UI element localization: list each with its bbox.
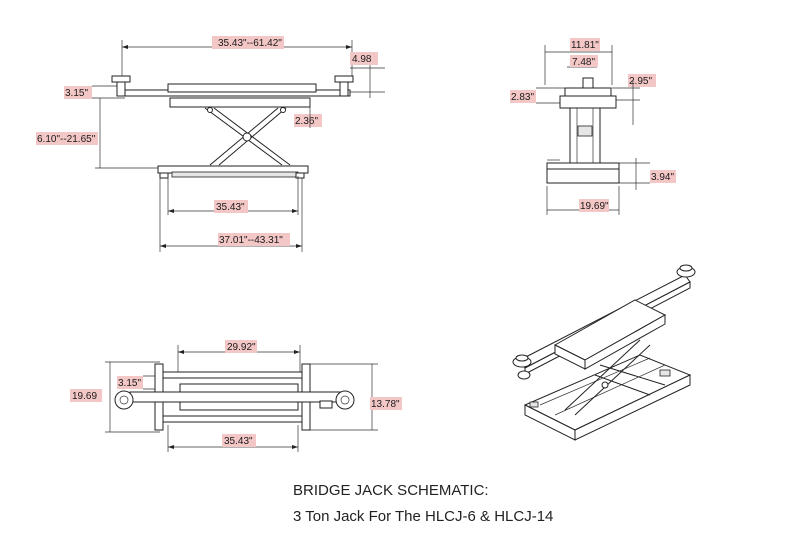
top-base-length-label: 35.43" [224, 436, 253, 447]
side-arm-offset-label: 3.15" [65, 88, 88, 99]
end-arm-height-label: 2.83" [511, 92, 534, 103]
end-base-width-label: 19.69" [580, 201, 609, 212]
caption-subtitle: 3 Ton Jack For The HLCJ-6 & HLCJ-14 [293, 508, 554, 525]
end-base-height-label: 3.94" [651, 172, 674, 183]
top-rail-width-label: 13.78" [371, 399, 400, 410]
isometric-view [512, 264, 696, 441]
end-inner-width-label: 7.48" [572, 57, 595, 68]
side-base-height-label: 2.36" [295, 116, 318, 127]
top-overall-width-label: 19.69 [72, 391, 97, 402]
side-view: 35.43"--61.42" 4.98 3.15" 6.10"--21.65" [36, 36, 385, 252]
side-height-range-label: 6.10"--21.65" [37, 134, 96, 145]
end-top-width-label: 11.81" [571, 40, 599, 51]
side-overall-width-label: 35.43"--61.42" [218, 38, 282, 49]
top-arm-offset-label: 3.15" [118, 378, 141, 389]
side-base-length-label: 35.43" [216, 202, 245, 213]
end-view: 11.81" 7.48" 2.95" 2.83" 3.94" [510, 38, 676, 215]
side-pad-height-label: 4.98 [352, 54, 372, 65]
top-plate-length-label: 29.92" [227, 342, 256, 353]
side-frame-length-label: 37.01"--43.31" [219, 235, 283, 246]
top-view: 29.92" 19.69 3.15" 13.78" [70, 340, 402, 452]
caption-title: BRIDGE JACK SCHEMATIC: [293, 482, 489, 499]
end-saddle-height-label: 2.95" [629, 76, 652, 87]
